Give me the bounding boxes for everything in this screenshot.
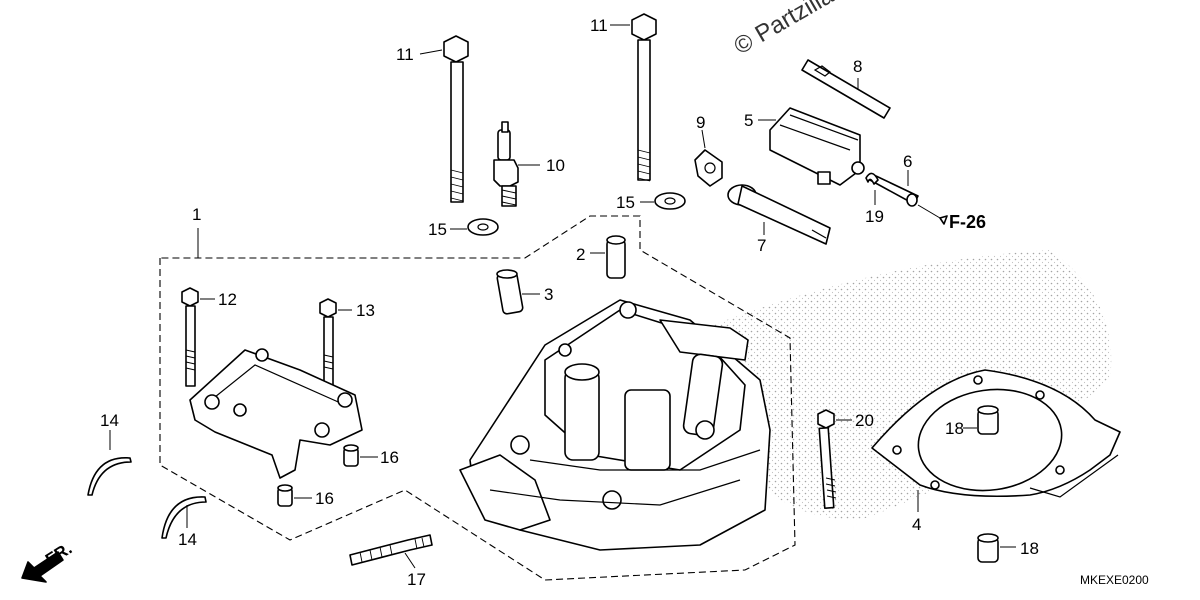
callout-2: 2 (576, 245, 585, 264)
callout-5: 5 (744, 111, 753, 130)
assembly-outline (159, 215, 796, 581)
holder-5 (769, 107, 865, 186)
dowel-16-b (277, 484, 293, 507)
callout-3: 3 (544, 285, 553, 304)
callout-13: 13 (356, 301, 375, 320)
bolt-11-right (631, 13, 657, 182)
dowel-pin-3 (496, 269, 524, 315)
rod-8 (801, 59, 891, 119)
callout-15-right: 15 (616, 193, 635, 212)
dowel-18-lower (977, 533, 999, 563)
callout-6: 6 (903, 152, 912, 171)
callout-9: 9 (696, 113, 705, 132)
clip-19 (865, 172, 879, 185)
spark-plug-10 (493, 121, 519, 207)
diagram-code: MKEXE0200 (1080, 573, 1149, 587)
shading-texture (700, 250, 1112, 520)
camshaft-holder (189, 348, 363, 479)
callout-15-left: 15 (428, 220, 447, 239)
bolt-12 (181, 287, 199, 387)
dowel-pin-2 (606, 235, 626, 279)
callout-10: 10 (546, 156, 565, 175)
clip-9 (694, 149, 723, 187)
dowel-16-a (343, 444, 359, 467)
cylinder-head (459, 299, 771, 551)
callout-7: 7 (757, 236, 766, 255)
callout-12: 12 (218, 290, 237, 309)
callout-18-upper: 18 (945, 419, 964, 438)
callout-16-lower: 16 (315, 489, 334, 508)
bolt-11-left (443, 35, 469, 203)
callout-14-lower: 14 (178, 530, 197, 549)
callout-1: 1 (192, 205, 201, 224)
callout-11-left: 11 (396, 45, 414, 64)
reference-label: F-26 (949, 212, 986, 232)
front-direction-arrow (21, 551, 64, 583)
bolt-13 (319, 298, 337, 388)
washer-15-right (654, 192, 686, 210)
callout-16-upper: 16 (380, 448, 399, 467)
washer-15-left (467, 218, 499, 236)
dowel-18-upper (977, 405, 999, 435)
callout-8: 8 (853, 57, 862, 76)
callout-4: 4 (912, 515, 921, 534)
callout-19: 19 (865, 207, 884, 226)
clip-14-lower (161, 496, 207, 539)
callout-17: 17 (407, 570, 426, 589)
watermark-text: © Partzilla (730, 0, 839, 60)
callout-20: 20 (855, 411, 874, 430)
callout-18-lower: 18 (1020, 539, 1039, 558)
stud-bolt-17 (349, 534, 433, 566)
bolt-20 (817, 409, 837, 509)
shaft-7 (727, 184, 831, 245)
callout-14-upper: 14 (100, 411, 119, 430)
clip-14-upper (87, 457, 132, 496)
callout-11-right: 11 (590, 16, 608, 35)
